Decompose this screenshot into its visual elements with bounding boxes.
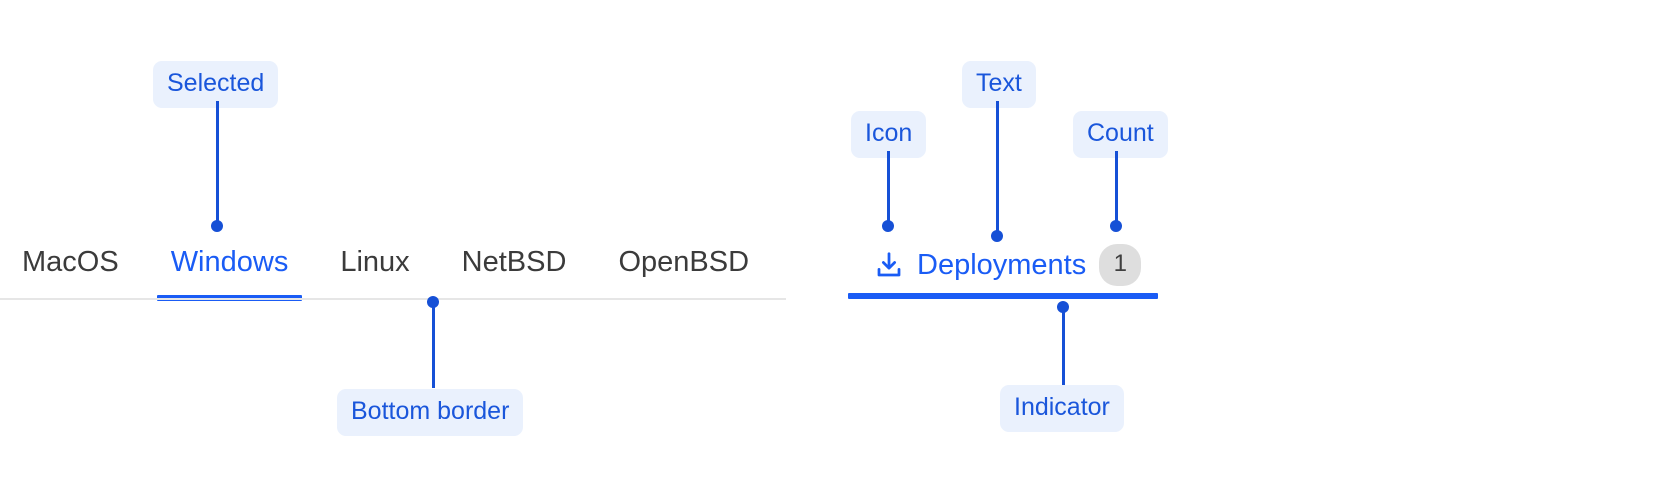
tab-linux-label: Linux [340,246,410,278]
tab-deployments[interactable]: Deployments 1 [874,244,1142,286]
tab-linux[interactable]: Linux [314,240,435,301]
leader-line-bottom-border [432,302,435,388]
callout-count: Count [1073,111,1168,158]
tab-windows-label: Windows [170,246,289,278]
leader-line-selected [216,101,219,224]
leader-dot-selected [211,220,223,232]
leader-dot-text [991,230,1003,242]
leader-dot-count [1110,220,1122,232]
leader-line-text [996,101,999,234]
tab-macos-label: MacOS [22,246,119,278]
tab-deployments-indicator [848,293,1158,299]
tab-openbsd-label: OpenBSD [618,246,750,278]
leader-line-icon [887,151,890,224]
callout-text: Text [962,61,1036,108]
tab-macos[interactable]: MacOS [22,240,145,301]
tab-netbsd[interactable]: NetBSD [436,240,593,301]
callout-bottom-border: Bottom border [337,389,524,436]
callout-selected: Selected [153,61,279,108]
leader-line-indicator [1062,307,1065,385]
tab-bar-divider [0,298,786,300]
tab-netbsd-label: NetBSD [461,246,567,278]
tab-deployments-label: Deployments [917,248,1087,281]
leader-dot-icon [882,220,894,232]
tab-right-wrap: Deployments 1 [848,240,1178,302]
tab-list: MacOS Windows Linux NetBSD OpenBSD [22,240,775,301]
tab-openbsd[interactable]: OpenBSD [592,240,775,301]
callout-icon: Icon [851,111,927,158]
callout-indicator: Indicator [1000,385,1124,432]
tab-bar-left: MacOS Windows Linux NetBSD OpenBSD [0,240,786,302]
leader-line-count [1115,151,1118,224]
tab-windows[interactable]: Windows [145,240,315,301]
download-icon [874,250,904,280]
tab-deployments-count-badge: 1 [1099,244,1142,286]
